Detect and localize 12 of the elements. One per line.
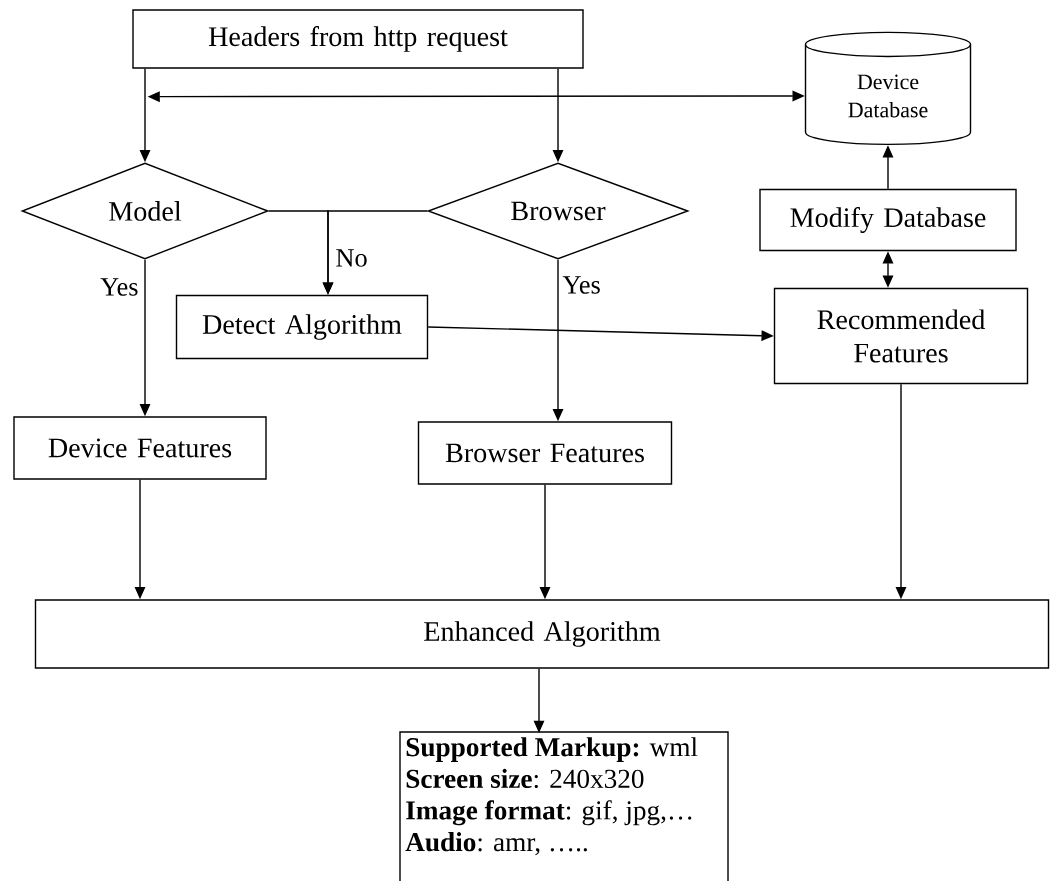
process-box: Detect Algorithm xyxy=(175,294,429,360)
process-box: Recommended Features xyxy=(773,287,1029,385)
database-cylinder: Device Database xyxy=(804,31,972,146)
spec-box: Supported Markup: wml Screen size: 240x320 Image format: gif, jpg,… Audio: amr, ….. xyxy=(399,731,729,881)
edge-label: Yes xyxy=(562,276,600,294)
process-box: Modify Database xyxy=(759,188,1017,252)
process-box: Device Features xyxy=(13,416,267,480)
process-box: Browser Features xyxy=(417,421,673,485)
process-box: Enhanced Algorithm xyxy=(34,599,1050,669)
edge-label: Yes xyxy=(100,278,138,296)
process-box: Headers from http request xyxy=(132,9,584,69)
edge-label: No xyxy=(336,249,367,267)
